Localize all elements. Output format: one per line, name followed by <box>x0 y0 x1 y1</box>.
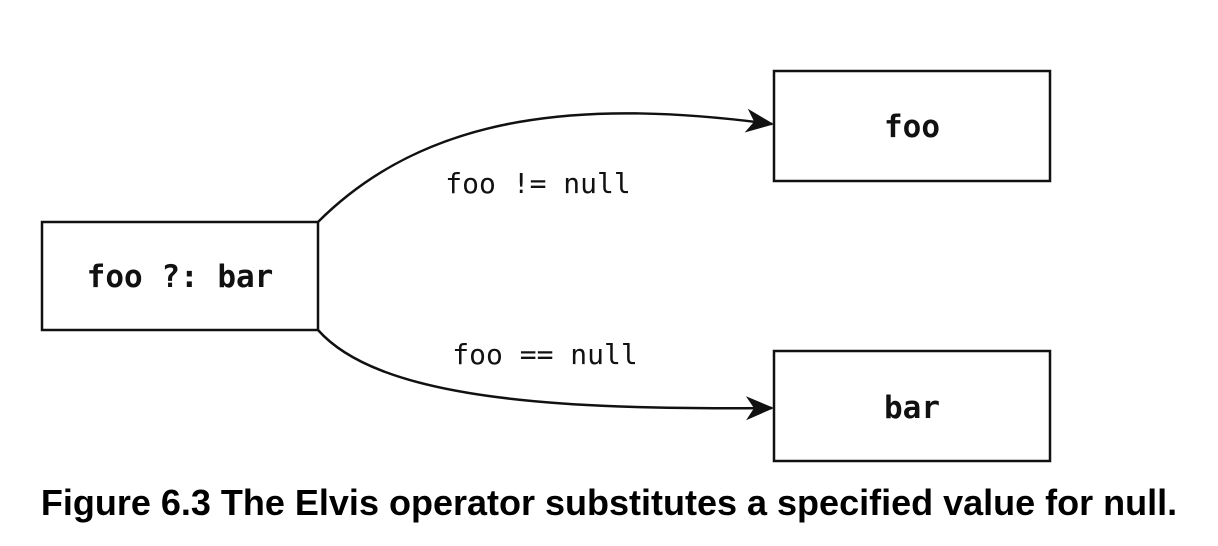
figure-caption: Figure 6.3 The Elvis operator substitute… <box>40 482 1178 523</box>
result-node-bar: bar <box>772 349 1052 463</box>
source-node-label: foo ?: bar <box>87 259 274 295</box>
edge-to-foo-arrow <box>317 108 774 223</box>
result-node-foo: foo <box>772 69 1052 183</box>
edge-label-is-null: foo == null <box>452 338 637 371</box>
result-node-bar-label: bar <box>884 390 940 426</box>
edge-to-bar-arrow <box>317 329 774 421</box>
edge-label-not-null: foo != null <box>445 167 630 200</box>
source-node: foo ?: bar <box>40 220 320 332</box>
result-node-foo-label: foo <box>884 109 940 145</box>
